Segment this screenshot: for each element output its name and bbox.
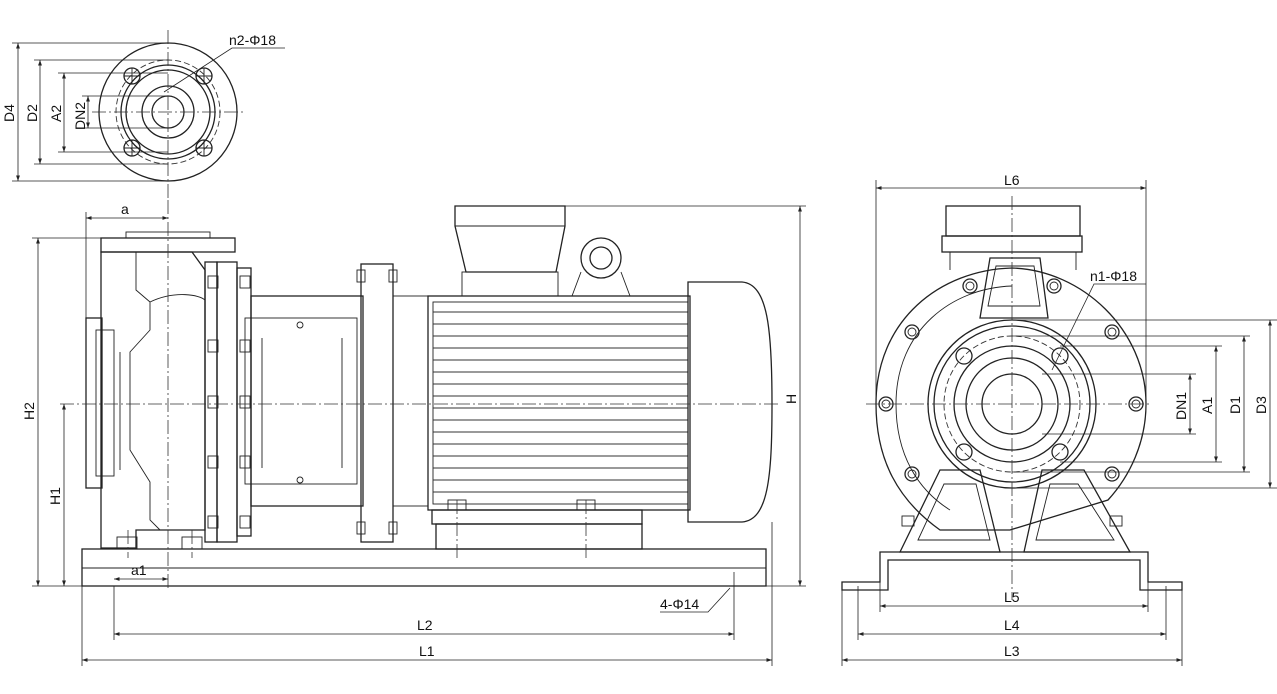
flange-bolt-spec-label: n2-Φ18: [229, 32, 276, 48]
dim-L2-label: L2: [417, 617, 433, 633]
dim-L6-label: L6: [1004, 172, 1020, 188]
pump-front-view: a H2 H1 a1 H 4-Φ14 L2 L1: [21, 200, 806, 666]
dim-L4-label: L4: [1004, 617, 1020, 633]
dim-DN2-label: DN2: [72, 102, 88, 130]
dim-D2-label: D2: [24, 104, 40, 122]
pump-side-view: L6 n1-Φ18 DN1 A1 D1 D3 L5 L4 L3: [841, 172, 1277, 666]
dim-H1-label: H1: [47, 487, 63, 505]
dim-L1-label: L1: [419, 643, 435, 659]
suction-flange-bolt-hole-icon: [955, 347, 1069, 461]
motor-cooling-fins: [433, 311, 688, 493]
dim-H2-label: H2: [21, 402, 37, 420]
suction-bolt-spec-label: n1-Φ18: [1090, 268, 1137, 284]
dim-D4-label: D4: [1, 104, 17, 122]
dim-a1-label: a1: [131, 562, 147, 578]
dim-DN1-label: DN1: [1173, 392, 1189, 420]
dim-A2-label: A2: [48, 105, 64, 122]
volute-bolts-icon: [878, 278, 1144, 482]
dim-L5-label: L5: [1004, 589, 1020, 605]
dim-D3-label: D3: [1253, 396, 1269, 414]
flange-bolt-hole-icon: [123, 67, 213, 157]
base-hole-spec-label: 4-Φ14: [660, 596, 699, 612]
dim-L3-label: L3: [1004, 643, 1020, 659]
lifting-eye-icon: [580, 237, 622, 279]
casing-bolts-icon: [207, 275, 251, 529]
dim-A1-label: A1: [1199, 397, 1215, 414]
dim-H-label: H: [783, 394, 799, 404]
discharge-flange-view: n2-Φ18 D4 D2 A2 DN2: [1, 30, 285, 200]
dim-a-label: a: [121, 201, 129, 217]
dim-D1-label: D1: [1227, 396, 1243, 414]
